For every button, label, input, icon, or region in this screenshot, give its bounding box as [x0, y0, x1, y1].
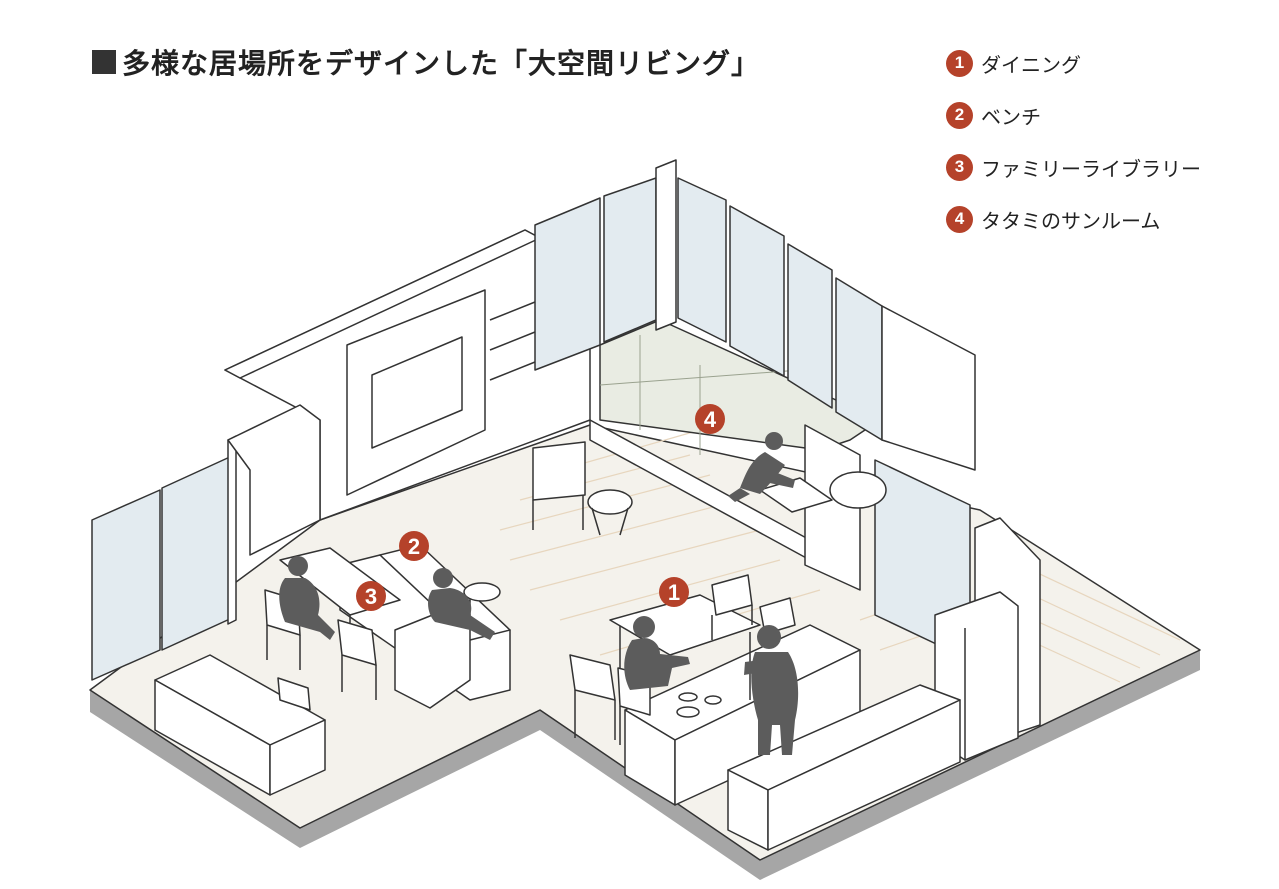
- cooktop-burner: [676, 706, 700, 718]
- legend-badge: 1: [946, 49, 973, 77]
- sunroom-divider: [804, 424, 861, 591]
- front-cabinet-end: [269, 719, 326, 796]
- cooktop-burner: [704, 695, 722, 705]
- title-block: 多様な居場所をデザインした「大空間リビング」: [92, 42, 760, 82]
- legend-item-sunroom: 4 タタミのサンルーム: [946, 204, 1201, 234]
- legend-label: ダイニング: [981, 52, 1081, 77]
- marker-3: 3: [356, 581, 386, 611]
- marker-1: 1: [659, 577, 689, 607]
- marker-2: 2: [399, 531, 429, 561]
- back-counter-side: [767, 699, 961, 851]
- legend-item-bench: 2 ベンチ: [946, 100, 1201, 130]
- page-title: 多様な居場所をデザインした「大空間リビング」: [122, 47, 761, 80]
- marker-3-label: 3: [365, 584, 377, 609]
- sunroom-window: [677, 177, 727, 343]
- sunroom-side-wall: [881, 305, 976, 471]
- silhouettes: [279, 432, 799, 755]
- shelf: [489, 359, 541, 381]
- coffee-table: [463, 582, 501, 602]
- legend-badge: 2: [946, 101, 973, 129]
- floor-lamp-shade: [829, 471, 887, 509]
- shelf: [489, 329, 541, 351]
- sunroom-window: [835, 277, 883, 441]
- marker-4-label: 4: [704, 407, 717, 432]
- shelf: [489, 299, 541, 321]
- lounge-chair: [532, 441, 586, 501]
- partition-wall: [227, 404, 321, 556]
- cooktop-burner: [678, 692, 698, 702]
- cabinet-chair: [277, 677, 311, 711]
- left-window-2: [161, 455, 233, 651]
- legend-badge: 3: [946, 153, 973, 181]
- sunroom-window: [729, 205, 785, 377]
- window-post: [655, 159, 677, 331]
- side-table-legs: [591, 507, 629, 536]
- legend-item-library: 3 ファミリーライブラリー: [946, 152, 1201, 182]
- left-window: [91, 489, 161, 681]
- legend: 1 ダイニング 2 ベンチ 3 ファミリーライブラリー 4 タタミのサンルーム: [946, 48, 1201, 256]
- legend-label: ベンチ: [981, 104, 1041, 129]
- sunroom-window: [534, 197, 601, 371]
- legend-item-dining: 1 ダイニング: [946, 48, 1201, 78]
- sunroom-window: [603, 177, 657, 343]
- legend-label: タタミのサンルーム: [981, 208, 1161, 233]
- marker-4: 4: [695, 404, 725, 434]
- marker-1-label: 1: [668, 580, 680, 605]
- legend-label: ファミリーライブラリー: [981, 156, 1201, 181]
- floor-base: [90, 650, 1200, 880]
- side-table: [587, 489, 633, 515]
- marker-2-label: 2: [408, 534, 420, 559]
- title-square-icon: [92, 50, 116, 74]
- left-window-frame: [227, 435, 237, 625]
- sunroom-window: [787, 243, 833, 409]
- legend-badge: 4: [946, 205, 973, 233]
- tv-screen: [371, 336, 463, 449]
